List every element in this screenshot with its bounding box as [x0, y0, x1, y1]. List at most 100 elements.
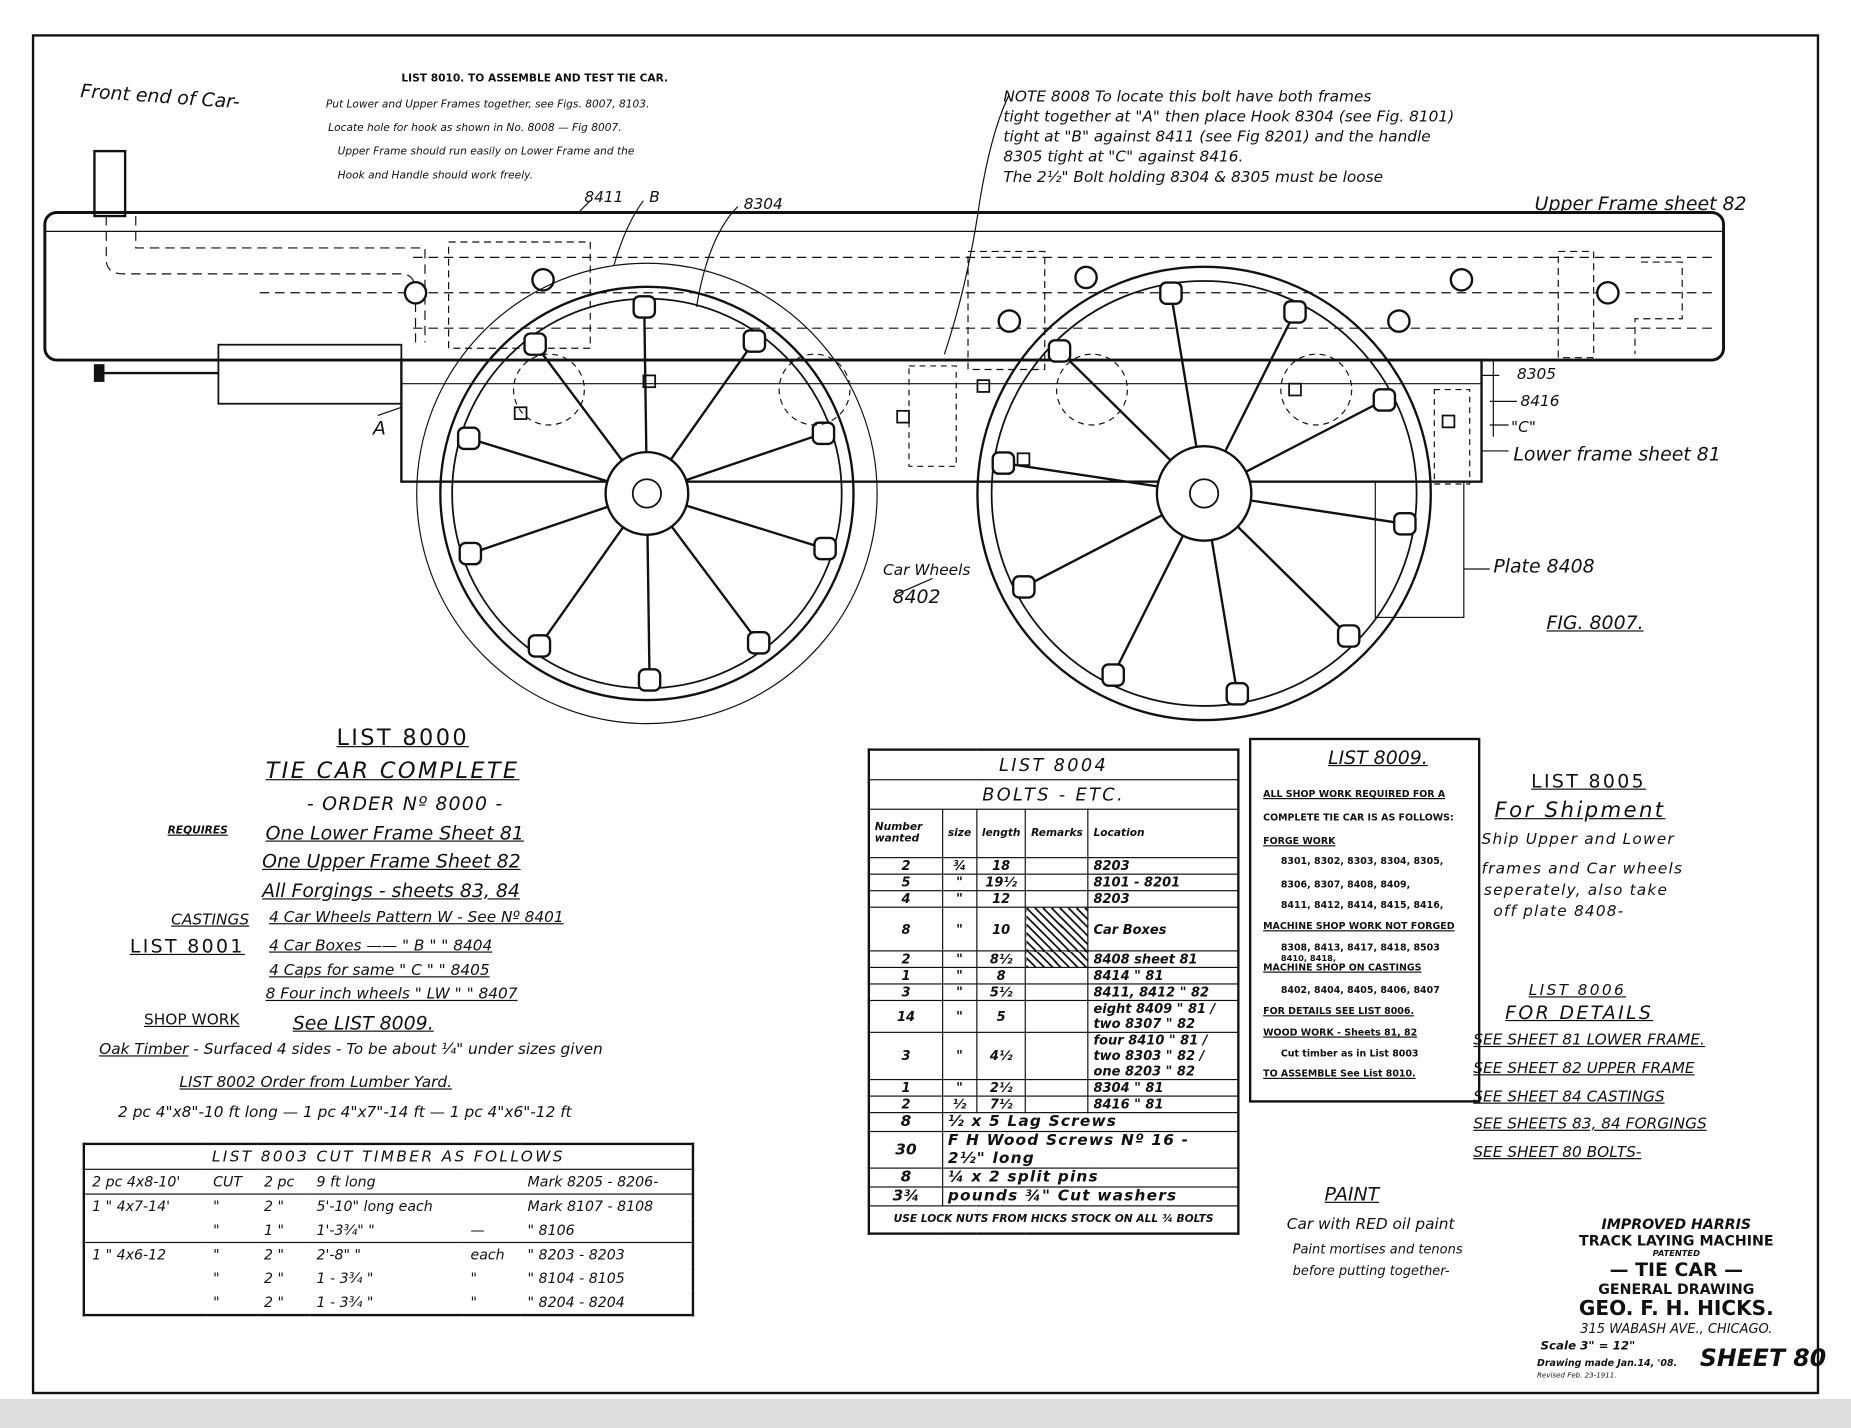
- table-cell: 9 ft long: [316, 1173, 376, 1190]
- table-cell: 10: [975, 907, 1027, 952]
- column-header: size: [941, 809, 978, 859]
- table-cell: ": [941, 907, 978, 952]
- list-8009-line: COMPLETE TIE CAR IS AS FOLLOWS:: [1263, 812, 1454, 823]
- drawing-date: Drawing made Jan.14, '08.: [1537, 1357, 1678, 1369]
- car-wheels-number: 8402: [892, 585, 941, 608]
- sheet-number: SHEET 80: [1699, 1343, 1827, 1372]
- spoke-boss: [811, 421, 836, 446]
- title-line: GENERAL DRAWING: [1598, 1280, 1755, 1298]
- list-subtitle: TIE CAR COMPLETE: [265, 757, 520, 784]
- wheel-spoke: [1250, 499, 1406, 525]
- table-cell: [1025, 1079, 1089, 1097]
- table-cell: 1 " 4x7-14': [83, 1193, 207, 1219]
- table-cell: 12: [975, 890, 1027, 908]
- list-8009-line: FORGE WORK: [1263, 835, 1336, 847]
- title-block: IMPROVED HARRIS TRACK LAYING MACHINE PAT…: [1535, 1216, 1818, 1336]
- wheel-spoke: [1236, 525, 1350, 637]
- spoke-boss: [1225, 681, 1250, 706]
- table-cell: 1: [868, 967, 944, 985]
- table-cell: 2: [868, 1096, 944, 1114]
- table-cell: ": [213, 1293, 220, 1311]
- list-8009-line: 8306, 8307, 8408, 8409,: [1280, 879, 1411, 891]
- list-8001-label: LIST 8001: [129, 934, 245, 958]
- table-cell: ": [941, 983, 978, 1002]
- list-8010-line: Upper Frame should run easily on Lower F…: [337, 146, 635, 159]
- spoke-boss: [523, 332, 547, 356]
- table-cell: [463, 1169, 520, 1194]
- wheel-spoke: [1003, 461, 1158, 488]
- list-8009-line: MACHINE SHOP WORK NOT FORGED: [1263, 920, 1455, 932]
- wheel-spoke: [1058, 350, 1172, 462]
- label-c: "C": [1511, 419, 1536, 437]
- revised-date: Revised Feb. 23-1911.: [1537, 1371, 1617, 1381]
- lower-frame-label: Lower frame sheet 81: [1513, 442, 1721, 466]
- table-row: "1 "1'-3¾" "—" 8106: [84, 1218, 693, 1242]
- table-cell: " 8204 - 8204: [527, 1293, 625, 1311]
- casting-item: 4 Car Boxes —— " B " " 8404: [269, 937, 493, 956]
- shipment-line: off plate 8408-: [1493, 903, 1625, 921]
- list-8004-footer: USE LOCK NUTS FROM HICKS STOCK ON ALL ¾ …: [868, 1205, 1239, 1234]
- table-row: 1 " 4x6-12"2 "2'-8" "each" 8203 - 8203: [83, 1241, 693, 1267]
- table-cell: Mark 8205 - 8206-: [527, 1173, 659, 1190]
- list-8009-box: [1248, 737, 1481, 1103]
- list-8010-title: LIST 8010. TO ASSEMBLE AND TEST TIE CAR.: [401, 73, 669, 85]
- note-line: NOTE 8008 To locate this bolt have both …: [1003, 88, 1372, 107]
- requirement: One Upper Frame Sheet 82: [262, 849, 521, 873]
- left-car-wheel: [416, 262, 878, 725]
- table-cell: 1: [868, 1079, 944, 1097]
- table-cell: " 8203 - 8203: [520, 1241, 693, 1267]
- spoke-boss: [637, 668, 662, 692]
- table-cell: 8: [868, 907, 944, 952]
- wheel-spoke: [1169, 292, 1198, 448]
- table-cell: ": [941, 874, 978, 892]
- table-cell: 5: [868, 874, 944, 892]
- table-cell: four 8410 " 81 / two 8303 " 82 / one 820…: [1087, 1032, 1239, 1081]
- table-cell: 4: [868, 890, 944, 908]
- casting-item: 4 Caps for same " C " " 8405: [269, 962, 490, 980]
- table-cell: 2 pc: [264, 1173, 295, 1190]
- spoke-boss: [813, 536, 837, 561]
- table-cell: ¾: [941, 857, 978, 875]
- spoke-boss: [1159, 281, 1183, 305]
- table-cell: F H Wood Screws Nº 16 - 2½" long: [941, 1131, 1239, 1169]
- castings-label: CASTINGS: [171, 911, 250, 930]
- spoke-boss: [632, 295, 657, 319]
- figure-label: FIG. 8007.: [1546, 611, 1644, 634]
- list-8005-subtitle: For Shipment: [1494, 798, 1666, 823]
- table-cell: ": [941, 890, 978, 908]
- paint-title: PAINT: [1324, 1182, 1380, 1206]
- details-line: SEE SHEET 80 BOLTS-: [1473, 1143, 1642, 1162]
- table-cell: ": [470, 1293, 478, 1311]
- plate-label: Plate 8408: [1493, 554, 1595, 578]
- scale-label: Scale 3" = 12": [1540, 1339, 1636, 1353]
- wheel-spoke: [1023, 514, 1163, 588]
- oak-timber-line: Oak Timber - Surfaced 4 sides - To be ab…: [99, 1041, 603, 1059]
- table-cell: ": [206, 1241, 257, 1267]
- table-cell: 2: [868, 950, 944, 969]
- wheel-spoke: [685, 432, 824, 482]
- label-8416: 8416: [1520, 393, 1560, 411]
- list-8004-title: LIST 8004: [868, 749, 1239, 781]
- table-cell: —: [470, 1221, 485, 1239]
- note-line: tight at "B" against 8411 (see Fig 8201)…: [1003, 128, 1431, 147]
- patented-label: PATENTED: [1652, 1248, 1700, 1259]
- wheel-spoke: [468, 437, 608, 483]
- spoke-boss: [746, 630, 771, 655]
- wheel-spoke: [538, 526, 625, 647]
- table-cell: 2½: [975, 1079, 1027, 1097]
- wheel-spoke: [670, 525, 760, 644]
- table-cell: 19½: [975, 874, 1027, 892]
- table-cell: 2'-8" ": [309, 1241, 464, 1267]
- wheel-spoke: [643, 306, 648, 453]
- table-cell: ": [206, 1193, 257, 1219]
- shop-work-ref: See LIST 8009.: [292, 1011, 434, 1035]
- spoke-boss: [742, 329, 767, 353]
- list-8010-line: Locate hole for hook as shown in No. 800…: [328, 122, 622, 135]
